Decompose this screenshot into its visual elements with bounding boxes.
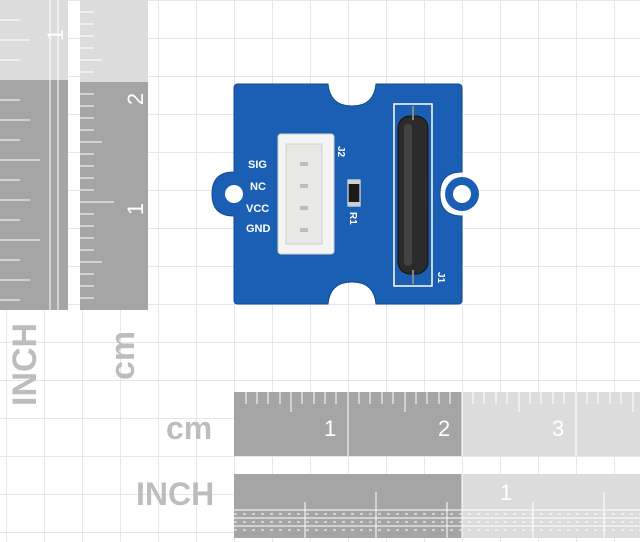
- ruler-number: 1: [324, 416, 337, 441]
- vertical-cm-ruler: 2 1: [80, 0, 148, 310]
- connector-pin: [300, 228, 308, 232]
- grove-reed-switch-board: SIG NC VCC GND J2 R1 J1: [211, 83, 479, 305]
- hole: [225, 185, 243, 203]
- pin-label-gnd: GND: [246, 223, 271, 235]
- ruler-segment: [80, 0, 148, 82]
- ruler-ticks: [234, 474, 640, 538]
- horizontal-cm-ruler: 1 2 3: [234, 392, 640, 456]
- ruler-ticks: [80, 11, 114, 299]
- ruler-segment: [234, 474, 462, 538]
- ruler-segment: [0, 80, 68, 310]
- pin-label-vcc: VCC: [246, 203, 269, 215]
- hole: [453, 185, 471, 203]
- switch-ref-label: J1: [435, 272, 446, 284]
- reed-switch: [397, 115, 429, 275]
- resistor-pad: [348, 202, 360, 206]
- connector-pin: [300, 162, 308, 166]
- connector-housing: [285, 143, 323, 245]
- ruler-number: 3: [552, 416, 565, 441]
- horizontal-cm-label: cm: [166, 410, 213, 446]
- ruler-segment: [462, 474, 640, 538]
- ruler-number: 2: [438, 416, 451, 441]
- reed-glass-highlight: [404, 124, 412, 266]
- vertical-inch-label: INCH: [6, 322, 44, 406]
- horizontal-inch-label: INCH: [136, 476, 215, 512]
- resistor-pad: [348, 180, 360, 184]
- connector-pin: [300, 206, 308, 210]
- ruler-ticks: [245, 392, 634, 456]
- ruler-segment: [80, 82, 148, 310]
- horizontal-inch-ruler: 1: [234, 474, 640, 538]
- pin-label-sig: SIG: [248, 159, 267, 171]
- vertical-cm-label: cm: [104, 330, 142, 380]
- vertical-inch-ruler: 1: [0, 0, 68, 310]
- connector-pin: [300, 184, 308, 188]
- resistor-ref-label: R1: [347, 212, 358, 225]
- ruler-number: 1: [500, 480, 513, 505]
- ruler-ticks: [0, 0, 59, 310]
- pin-label-nc: NC: [250, 181, 266, 193]
- connector-ref-label: J2: [335, 146, 346, 158]
- reed-switch-outline: [393, 103, 433, 287]
